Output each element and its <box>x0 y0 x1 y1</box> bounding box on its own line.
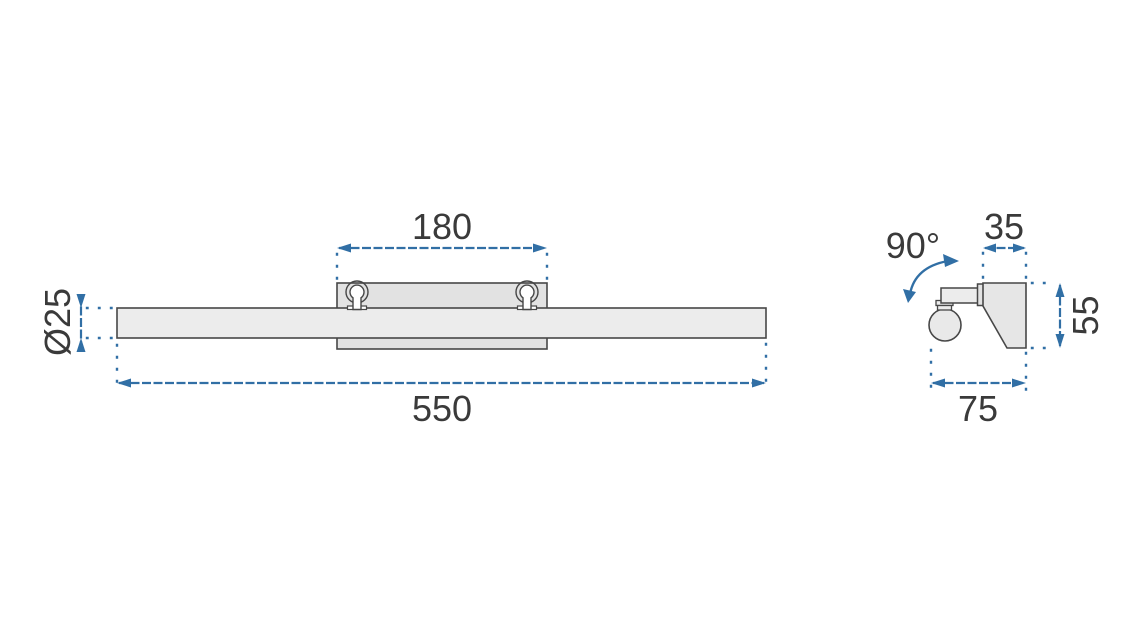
rotation-indicator: 90° <box>886 225 959 303</box>
dimension-55: 55 <box>1030 281 1106 350</box>
dimension-diameter-25: Ø25 <box>37 288 115 356</box>
dimension-35: 35 <box>981 206 1028 281</box>
dimension-label-550: 550 <box>412 388 472 429</box>
arrowhead-right <box>752 378 766 388</box>
arrowhead-left <box>117 378 131 388</box>
dimension-75: 75 <box>929 348 1028 429</box>
arrowhead-right <box>533 243 547 253</box>
dimension-label-180: 180 <box>412 206 472 247</box>
wall-bracket-profile <box>982 282 1027 349</box>
arrowhead-right <box>1012 378 1026 388</box>
keyhole-slot-left <box>345 280 369 311</box>
front-view: 180 Ø25 550 <box>37 206 768 429</box>
lamp-arm <box>940 287 980 304</box>
lamp-ball-head <box>928 308 962 342</box>
rotation-label-90: 90° <box>886 225 940 266</box>
arrowhead-top <box>76 294 86 308</box>
arrowhead-right <box>1013 243 1026 253</box>
rotation-arc <box>908 259 949 295</box>
arc-arrowhead-top <box>943 254 959 267</box>
arrowhead-left <box>931 378 945 388</box>
dimension-label-75: 75 <box>958 388 998 429</box>
keyhole-slot-right <box>515 280 539 311</box>
keyhole-slot-shape <box>519 284 535 311</box>
arrowhead-bottom <box>76 338 86 352</box>
side-view: 90° 35 55 <box>886 206 1106 429</box>
dimension-label-diameter: Ø25 <box>37 288 78 356</box>
dimension-label-35: 35 <box>984 206 1024 247</box>
arc-arrowhead-bottom <box>903 289 916 303</box>
arrowhead-left <box>983 243 996 253</box>
dimension-label-55: 55 <box>1065 295 1106 335</box>
joint-ring-lower <box>936 304 953 311</box>
keyhole-slot-shape <box>349 284 365 311</box>
arrowhead-top <box>1055 283 1065 297</box>
light-bar <box>116 307 767 339</box>
dimension-550: 550 <box>115 342 768 429</box>
dimension-180: 180 <box>335 206 549 282</box>
arrowhead-bottom <box>1055 334 1065 348</box>
arrowhead-left <box>337 243 351 253</box>
